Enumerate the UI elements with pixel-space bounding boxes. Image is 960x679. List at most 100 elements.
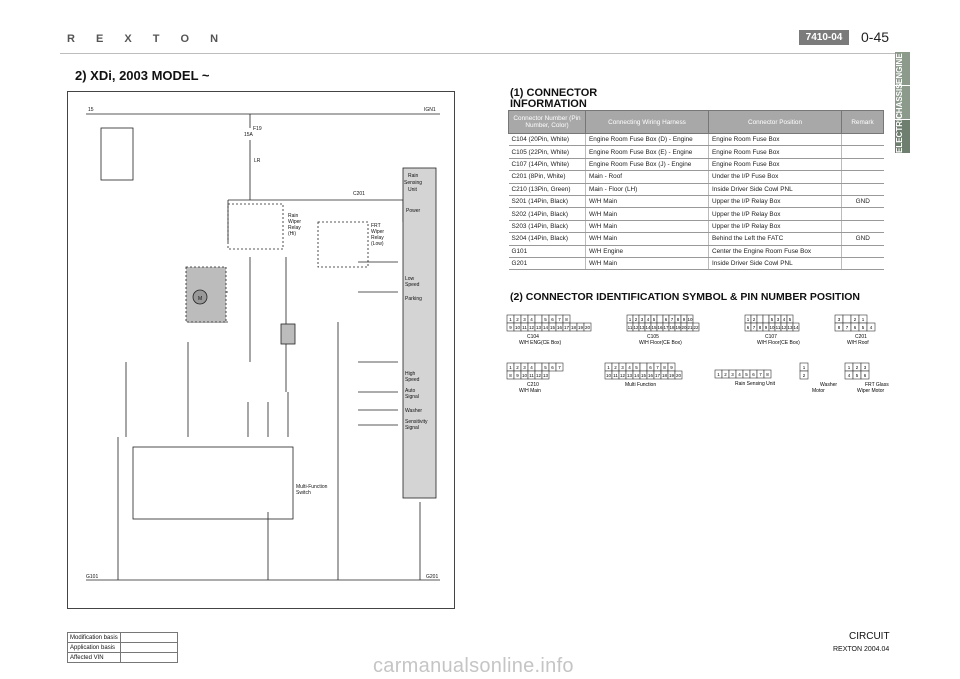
pin-number: 2 — [856, 365, 859, 370]
table-cell: W/H Main — [585, 257, 709, 271]
pin-cell — [692, 322, 700, 332]
pin-number: 2 — [803, 373, 806, 378]
watermark: carmanualsonline.info — [373, 655, 574, 677]
col-remark: Remark — [841, 110, 884, 134]
pin-number: 2 — [724, 372, 727, 377]
pin-number: 2 — [854, 317, 857, 322]
pin-number: 13 — [543, 373, 549, 378]
pin-number: 11 — [529, 373, 534, 378]
pin-connector-name: C201 — [855, 334, 867, 340]
pin-number: 12 — [536, 373, 542, 378]
pin-cell — [860, 370, 870, 380]
pin-number: 13 — [536, 325, 542, 330]
diagram-label: Power — [406, 208, 421, 214]
pin-number: 6 — [649, 365, 652, 370]
brand-logo: R E X T O N — [67, 33, 228, 45]
table-cell — [841, 245, 884, 258]
diagram-label: 15A — [244, 132, 254, 138]
pin-number: 1 — [607, 365, 610, 370]
pin-number: 8 — [759, 325, 762, 330]
table-cell: Under the I/P Fuse Box — [708, 170, 842, 184]
diagram-label: Auto — [405, 388, 416, 394]
pin-number: 9 — [765, 325, 768, 330]
table-cell — [841, 170, 884, 184]
pin-number: 5 — [856, 373, 859, 378]
section-code-badge: 7410-04 — [799, 30, 849, 45]
pin-number: 1 — [629, 317, 632, 322]
pin-number: 1 — [509, 317, 512, 322]
pin-number: 10 — [687, 317, 693, 322]
diagram-label: Multi-Function — [296, 484, 328, 490]
connector-info-title: (1) CONNECTOR — [510, 87, 598, 99]
pin-number: 3 — [621, 365, 624, 370]
side-tab-electric[interactable]: ELECTRIC — [895, 113, 910, 153]
pin-number: 3 — [864, 365, 867, 370]
pin-connector-sub: W/H ENG(CE Box) — [519, 340, 562, 346]
pin-number: 13 — [639, 325, 645, 330]
side-tab-engine[interactable]: ENGINE — [895, 52, 910, 85]
table-row: Affected VIN — [67, 652, 178, 663]
pin-number: 16 — [557, 325, 563, 330]
col-connector-number: Connector Number (Pin Number, Color) — [508, 110, 586, 134]
mod-value — [120, 632, 178, 643]
pin-connector-sub: W/H Floor(CE Box) — [757, 340, 800, 346]
pin-cell — [674, 370, 683, 380]
table-row: Application basis — [67, 642, 178, 653]
pin-number: 20 — [681, 325, 687, 330]
pin-connector-sub: W/H Floor(CE Box) — [639, 340, 682, 346]
diagram-label: Rain — [408, 173, 419, 179]
pin-cell — [866, 322, 876, 332]
pin-number: 12 — [633, 325, 639, 330]
pin-number: 7 — [558, 317, 561, 322]
table-cell — [841, 158, 884, 172]
pin-number: 1 — [747, 317, 750, 322]
table-cell: C104 (20Pin, White) — [508, 133, 586, 147]
pin-number: 5 — [862, 325, 865, 330]
pin-number: 1 — [717, 372, 720, 377]
pin-cell — [762, 314, 770, 324]
pin-number: 15 — [550, 325, 556, 330]
pin-number: 16 — [648, 373, 654, 378]
table-cell: C201 (8Pin, White) — [508, 170, 586, 184]
table-cell: Engine Room Fuse Box (D) - Engine — [585, 133, 709, 147]
pin-connector-name: C107 — [765, 334, 777, 340]
table-cell: GND — [841, 232, 884, 246]
pin-number: 5 — [635, 365, 638, 370]
pin-cell — [799, 370, 809, 380]
pin-number: 19 — [669, 373, 675, 378]
pin-section-title: (2) CONNECTOR IDENTIFICATION SYMBOL & PI… — [510, 291, 861, 303]
diagram-label: Speed — [405, 377, 420, 383]
pin-number: 1 — [862, 317, 865, 322]
mod-value — [120, 652, 178, 663]
diagram-label: F19 — [253, 126, 262, 132]
pin-number: 20 — [676, 373, 682, 378]
pin-number: 11 — [613, 373, 618, 378]
pin-connector-name: C210 — [527, 382, 539, 388]
pin-number: 18 — [571, 325, 577, 330]
table-row: C210 (13Pin, Green)Main - Floor (LH)Insi… — [508, 183, 884, 196]
pin-number: 12 — [529, 325, 535, 330]
pin-number: 9 — [516, 373, 519, 378]
diagram-label: Low — [405, 276, 415, 282]
pin-number: 18 — [662, 373, 668, 378]
pin-connector-name: C105 — [647, 334, 659, 340]
table-cell — [841, 183, 884, 196]
table-cell — [841, 257, 884, 271]
pin-number: 4 — [848, 373, 851, 378]
table-cell: W/H Main — [585, 220, 709, 234]
pin-connector-sub: Wiper Motor — [857, 388, 885, 394]
pin-connector-name: Washer — [820, 382, 837, 388]
pin-number: 6 — [864, 373, 867, 378]
diagram-label: High — [405, 371, 416, 377]
table-cell: W/H Main — [585, 232, 709, 246]
pin-number: 8 — [838, 325, 841, 330]
pin-number: 8 — [663, 365, 666, 370]
table-row: C105 (22Pin, White)Engine Room Fuse Box … — [508, 145, 884, 159]
pin-number: 7 — [846, 325, 849, 330]
